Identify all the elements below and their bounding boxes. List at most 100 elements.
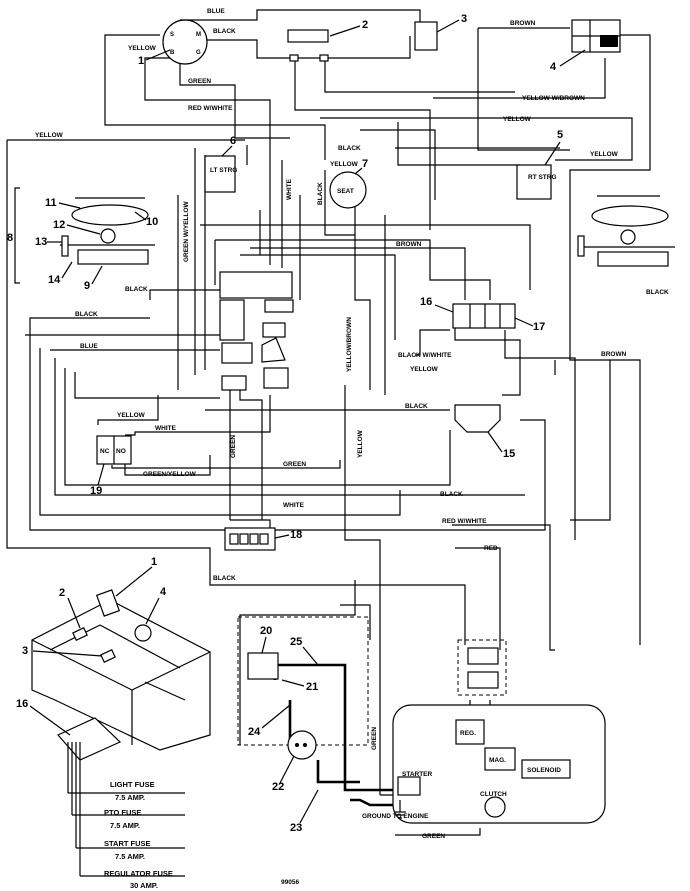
right-headlight	[577, 195, 675, 267]
wire-label-green-vertical-lower: GREEN	[371, 727, 378, 750]
starter-label: STARTER	[402, 771, 433, 778]
wire-label-yellow-switch: YELLOW	[128, 45, 157, 52]
wire-label-green-yellow-vertical: GREEN W/YELLOW	[183, 200, 190, 262]
wire-label-brown-center: BROWN	[396, 241, 422, 248]
seat-label: SEAT	[337, 188, 354, 195]
wire-label-blue-left: BLUE	[80, 343, 98, 350]
light-connector	[287, 29, 329, 62]
wire-label-blue-top: BLUE	[207, 8, 225, 15]
regulator-label: REG.	[460, 730, 476, 737]
terminal-m-label: M	[196, 32, 201, 38]
connector-15	[454, 404, 501, 433]
callout-12: 12	[53, 219, 65, 231]
fuse-pto-name: PTO FUSE	[104, 808, 141, 817]
wire-label-brown-top: BROWN	[510, 20, 536, 27]
wire-label-yellow-relay: YELLOW	[117, 412, 146, 419]
rt-strg-label: RT STRG	[528, 174, 557, 181]
callout-25: 25	[290, 636, 302, 648]
wire-label-black-white: BLACK W/WHITE	[398, 352, 452, 359]
callout-2-panel: 2	[59, 587, 65, 599]
wire-label-red-white-lower: RED W/WHITE	[442, 518, 487, 525]
fuse-start-rating: 7.5 AMP.	[115, 852, 145, 861]
left-headlight	[14, 187, 155, 284]
wire-label-black-left: BLACK	[75, 311, 98, 318]
lt-strg-label: LT STRG	[210, 167, 237, 174]
clutch-label: CLUTCH	[480, 791, 507, 798]
magneto-label: MAG.	[489, 757, 506, 764]
wire-network	[6, 9, 651, 836]
callout-4: 4	[550, 61, 557, 73]
engine-fuse-group	[457, 639, 507, 696]
wire-label-black-mid: BLACK	[405, 403, 428, 410]
fuse-block-16	[452, 303, 516, 329]
control-panel-drawing	[31, 589, 211, 877]
wire-label-yellow-center: YELLOW	[330, 161, 359, 168]
wire-label-black-lower: BLACK	[440, 491, 463, 498]
rt-steering-switch: RT STRG	[516, 164, 557, 200]
fuse-start-name: START FUSE	[104, 839, 151, 848]
callout-23: 23	[290, 822, 302, 834]
callout-4-panel: 4	[160, 586, 167, 598]
callout-20: 20	[260, 625, 272, 637]
callout-21: 21	[306, 681, 318, 693]
wire-label-yellow-brown-vertical: YELLOW/BROWN	[346, 317, 353, 372]
callout-6: 6	[230, 135, 236, 147]
callout-5: 5	[557, 129, 563, 141]
wire-label-black-center: BLACK	[338, 145, 361, 152]
wire-label-red-lower: RED	[484, 545, 498, 552]
callout-3-panel: 3	[22, 645, 28, 657]
wire-label-green-engine: GREEN	[422, 833, 445, 840]
wire-label-white-relay: WHITE	[155, 425, 177, 432]
terminal-g-label: G	[196, 50, 201, 56]
fuse-light-rating: 7.5 AMP.	[115, 793, 145, 802]
solenoid-label: SOLENOID	[527, 767, 561, 774]
callout-15: 15	[503, 448, 515, 460]
wire-label-yellow-right2: YELLOW	[590, 151, 619, 158]
callout-14: 14	[48, 274, 61, 286]
ignition-switch: S M B G	[162, 19, 208, 65]
wire-label-white-fuse: WHITE	[283, 502, 305, 509]
relay-no-label: NO	[116, 448, 126, 455]
fuse-regulator-rating: 30 AMP.	[130, 881, 158, 890]
callout-16-upper: 16	[420, 296, 432, 308]
terminal-b-label: B	[170, 50, 175, 56]
wire-label-yellow-vertical: YELLOW	[357, 429, 364, 458]
wire-label-green-vertical: GREEN	[230, 435, 237, 458]
callout-7: 7	[362, 158, 368, 170]
ground-label: GROUND TO ENGINE	[362, 813, 429, 820]
callout-17: 17	[533, 321, 545, 333]
callout-10: 10	[146, 216, 158, 228]
battery-area	[237, 616, 369, 760]
ground-symbol: GROUND TO ENGINE	[362, 800, 429, 820]
wire-label-black-panel: BLACK	[213, 575, 236, 582]
wire-label-green-yellow-relay: GREEN/YELLOW	[143, 471, 197, 478]
relay-block-4	[571, 19, 621, 53]
fuse-legend: LIGHT FUSE 7.5 AMP. PTO FUSE 7.5 AMP. ST…	[104, 780, 173, 890]
wire-label-yellow-brown: YELLOW W/BROWN	[522, 95, 585, 102]
callout-1: 1	[138, 55, 144, 67]
callouts: 1 2 3 4 5 6 7 8 9 10 11 12 13 14 15 16 1…	[7, 13, 586, 834]
callout-11: 11	[45, 197, 57, 209]
callout-9: 9	[84, 280, 90, 292]
wire-label-yellow-mid: YELLOW	[410, 366, 439, 373]
engine-outline: REG. MAG. SOLENOID STARTER CLUTCH	[392, 704, 606, 824]
wire-label-green-mid: GREEN	[283, 461, 306, 468]
wire-labels: BLUE BLACK YELLOW GREEN RED W/WHITE YELL…	[35, 8, 669, 840]
wire-label-yellow-right1: YELLOW	[503, 116, 532, 123]
callout-2: 2	[362, 19, 368, 31]
wire-label-red-white-top: RED W/WHITE	[188, 105, 233, 112]
fuse-block-18	[224, 527, 276, 551]
wire-label-black-left-light: BLACK	[125, 286, 148, 293]
callout-1-panel: 1	[151, 556, 157, 568]
callout-13: 13	[35, 236, 47, 248]
relay-nc-label: NC	[100, 448, 110, 455]
wire-label-green-switch: GREEN	[188, 78, 211, 85]
callout-24: 24	[248, 726, 261, 738]
terminal-s-label: S	[170, 32, 174, 38]
seat-switch: SEAT	[329, 171, 367, 209]
wire-label-yellow-left: YELLOW	[35, 132, 64, 139]
callout-19: 19	[90, 485, 102, 497]
callout-3: 3	[461, 13, 467, 25]
